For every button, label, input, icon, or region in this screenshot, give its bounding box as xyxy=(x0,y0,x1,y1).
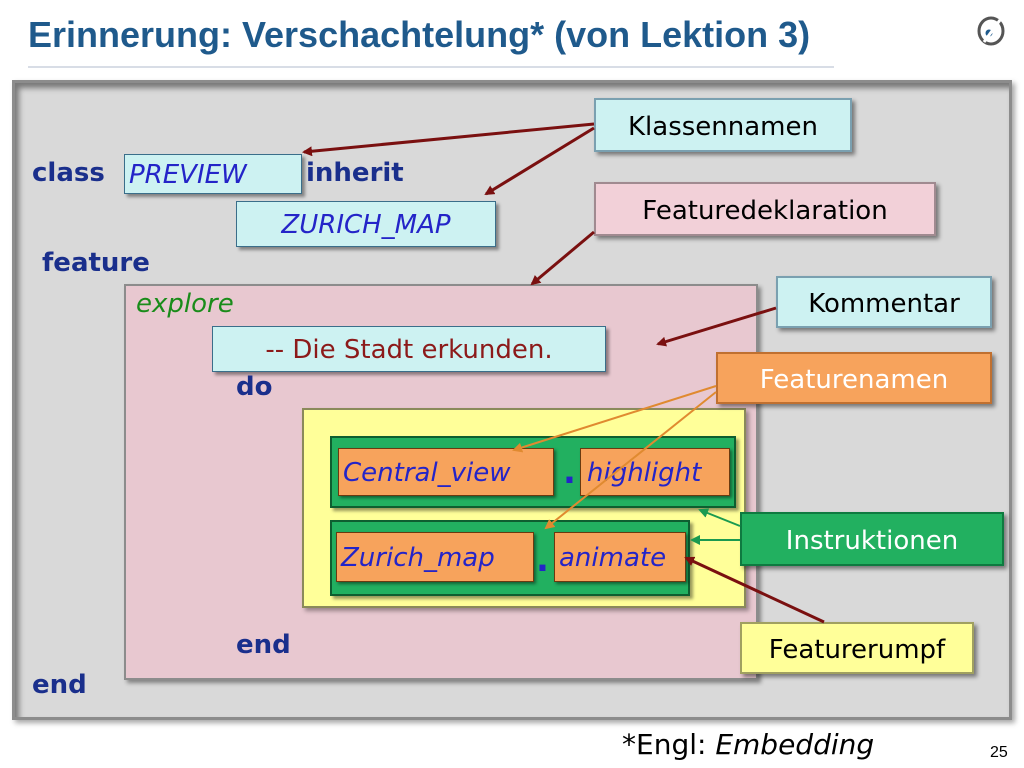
parent-class-box: ZURICH_MAP xyxy=(236,201,496,247)
end-class-keyword: end xyxy=(32,670,87,700)
footnote-term: Embedding xyxy=(715,728,875,761)
instruction-1-feature: highlight xyxy=(580,448,730,496)
eth-chair-logo-icon xyxy=(977,16,1005,46)
label-klassennamen: Klassennamen xyxy=(594,98,852,152)
instruction-1-target: Central_view xyxy=(338,448,554,496)
page-number: 25 xyxy=(990,744,1008,761)
label-instruktionen: Instruktionen xyxy=(740,512,1004,566)
feature-keyword: feature xyxy=(42,248,150,278)
instruction-2-target: Zurich_map xyxy=(336,532,534,582)
label-featurerumpf: Featurerumpf xyxy=(740,622,974,674)
class-name-box: PREVIEW xyxy=(124,154,302,194)
comment-box: -- Die Stadt erkunden. xyxy=(212,326,606,372)
slide-title: Erinnerung: Verschachtelung* (von Lektio… xyxy=(28,14,811,55)
instruction-1-dot: . xyxy=(563,452,576,492)
label-kommentar: Kommentar xyxy=(776,276,992,328)
label-featurenamen: Featurenamen xyxy=(716,352,992,404)
label-featuredeklaration: Featuredeklaration xyxy=(594,182,936,236)
title-divider xyxy=(28,66,834,68)
footnote-prefix: *Engl: xyxy=(622,728,716,761)
feature-name: explore xyxy=(136,289,234,319)
end-feature-keyword: end xyxy=(236,630,291,660)
class-keyword: class xyxy=(32,158,105,188)
footnote: *Engl: Embedding xyxy=(622,728,874,761)
do-keyword: do xyxy=(236,372,273,402)
instruction-2-feature: animate xyxy=(554,532,686,582)
inherit-keyword: inherit xyxy=(306,158,404,188)
instruction-2-dot: . xyxy=(536,540,549,580)
